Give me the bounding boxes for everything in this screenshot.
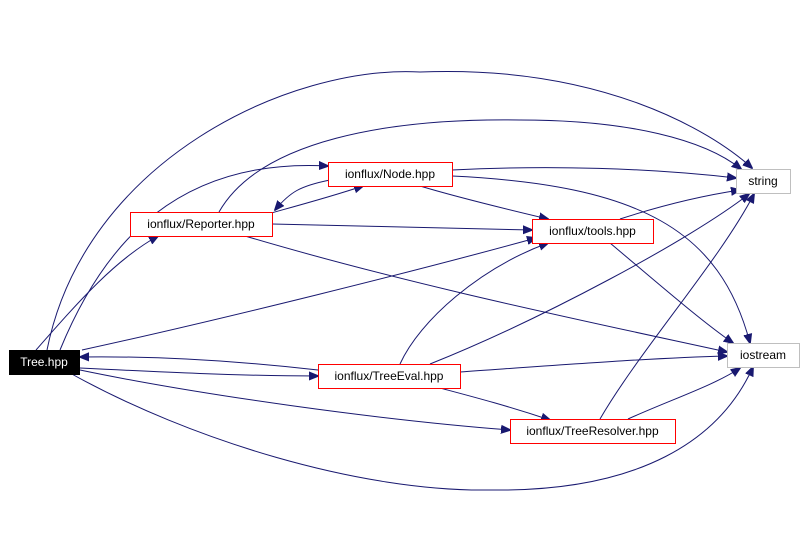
edges-layer	[35, 70, 754, 491]
edge-node-to-string	[451, 167, 736, 178]
node-string[interactable]: string	[736, 169, 791, 194]
node-label-tools: ionflux/tools.hpp	[549, 224, 636, 238]
node-iostream[interactable]: iostream	[727, 343, 800, 368]
node-label-reporter: ionflux/Reporter.hpp	[147, 217, 255, 231]
node-box-iostream	[727, 343, 800, 368]
node-label-iostream: iostream	[740, 348, 786, 362]
node-treeeval[interactable]: ionflux/TreeEval.hpp	[318, 364, 461, 389]
node-box-string	[736, 169, 791, 194]
node-box-treeeval	[318, 364, 461, 389]
edge-treeeval-to-tree	[80, 357, 319, 371]
node-node[interactable]: ionflux/Node.hpp	[328, 162, 453, 187]
edge-node-to-iostream	[451, 175, 750, 343]
edge-treeeval-to-tools	[399, 243, 548, 365]
edge-tree-to-iostream	[69, 367, 753, 491]
edge-node-to-reporter	[275, 179, 331, 210]
node-label-string: string	[748, 174, 777, 188]
edge-reporter-to-iostream	[244, 235, 727, 352]
node-box-node	[328, 162, 453, 187]
edge-node-to-tools	[419, 185, 548, 219]
edge-tools-to-string	[619, 190, 740, 220]
edge-treeeval-to-treeresolver	[439, 387, 550, 420]
edge-tree-to-tools	[81, 238, 536, 351]
node-label-tree: Tree.hpp	[20, 355, 68, 369]
node-tools[interactable]: ionflux/tools.hpp	[532, 219, 654, 244]
edge-treeeval-to-string	[429, 194, 749, 365]
node-label-treeeval: ionflux/TreeEval.hpp	[335, 369, 444, 383]
edge-tools-to-iostream	[609, 242, 733, 343]
node-box-treeresolver	[510, 419, 676, 444]
node-treeresolver[interactable]: ionflux/TreeResolver.hpp	[510, 419, 676, 444]
edge-reporter-to-string	[218, 119, 741, 213]
edge-treeeval-to-iostream	[459, 356, 727, 373]
node-box-reporter	[130, 212, 273, 237]
node-box-tree	[9, 350, 80, 375]
node-tree[interactable]: Tree.hpp	[9, 350, 80, 375]
edge-tree-to-treeeval	[79, 367, 318, 376]
edge-treeresolver-to-iostream	[627, 368, 740, 420]
edge-tree-to-node	[59, 165, 328, 351]
node-box-tools	[532, 219, 654, 244]
edge-tree-to-treeresolver	[79, 369, 510, 430]
nodes-layer: Tree.hpp ionflux/Node.hpp ionflux/Reporter…	[9, 162, 800, 444]
edge-tree-to-reporter	[35, 236, 158, 351]
edge-reporter-to-tools	[271, 223, 532, 230]
node-reporter[interactable]: ionflux/Reporter.hpp	[130, 212, 273, 237]
node-label-node: ionflux/Node.hpp	[345, 167, 435, 181]
node-label-treeresolver: ionflux/TreeResolver.hpp	[526, 424, 659, 438]
edge-tree-to-string	[46, 70, 752, 351]
edge-treeresolver-to-string	[599, 194, 754, 420]
